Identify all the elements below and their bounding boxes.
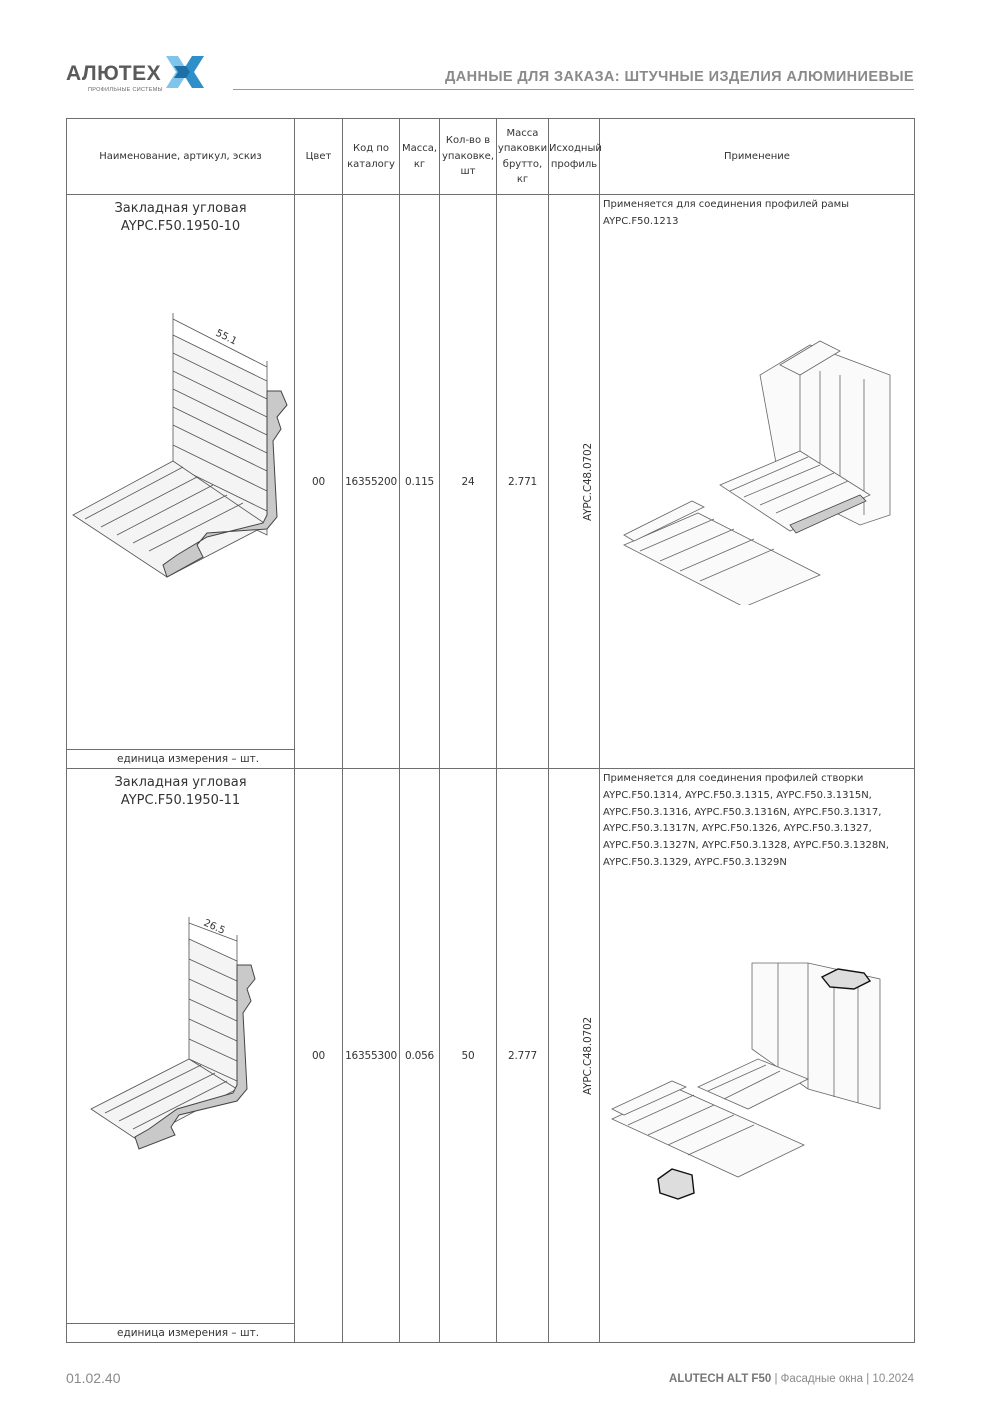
- color-value: 00: [294, 768, 343, 1343]
- item-name-cell: Закладная угловая AYPC.F50.1950-11 26.5: [66, 768, 295, 1343]
- item-name: Закладная угловая: [114, 201, 247, 216]
- source-profile-cell: AYPC.C48.0702: [548, 194, 600, 769]
- table-row: Закладная угловая AYPC.F50.1950-10: [66, 194, 915, 769]
- catalog-code: 16355200: [342, 194, 400, 769]
- dimension-label: 26.5: [202, 918, 227, 937]
- header-divider: [233, 89, 914, 90]
- color-value: 00: [294, 194, 343, 769]
- source-profile-cell: AYPC.C48.0702: [548, 768, 600, 1343]
- mass-value: 0.056: [399, 768, 440, 1343]
- item-article: AYPC.F50.1950-10: [120, 219, 241, 234]
- footer-info: ALUTECH ALT F50 | Фасадные окна | 10.202…: [669, 1373, 914, 1385]
- logo-subtitle: ПРОФИЛЬНЫЕ СИСТЕМЫ: [88, 87, 163, 93]
- unit-label: единица измерения – шт.: [67, 749, 294, 768]
- source-profile: AYPC.C48.0702: [581, 442, 594, 521]
- table-row: Закладная угловая AYPC.F50.1950-11 26.5: [66, 768, 915, 1343]
- column-header-color: Цвет: [294, 118, 343, 195]
- column-header-name: Наименование, артикул, эскиз: [66, 118, 295, 195]
- application-cell: Применяется для соединения профилей рамы…: [599, 194, 915, 769]
- item-article: AYPC.F50.1950-11: [120, 793, 241, 808]
- item-name: Закладная угловая: [114, 775, 247, 790]
- dimension-label: 55.1: [214, 328, 239, 348]
- column-header-gross: Масса упаковки брутто, кг: [496, 118, 549, 195]
- frame-assembly-drawing: [623, 340, 891, 605]
- footer-date: 10.2024: [872, 1373, 914, 1385]
- column-header-code: Код по каталогу: [342, 118, 400, 195]
- page-title: ДАННЫЕ ДЛЯ ЗАКАЗА: ШТУЧНЫЕ ИЗДЕЛИЯ АЛЮМИ…: [444, 69, 914, 85]
- gross-mass-value: 2.777: [496, 768, 549, 1343]
- column-header-application: Применение: [599, 118, 915, 195]
- mass-value: 0.115: [399, 194, 440, 769]
- qty-value: 50: [439, 768, 497, 1343]
- catalog-code: 16355300: [342, 768, 400, 1343]
- source-profile: AYPC.C48.0702: [581, 1016, 594, 1095]
- qty-value: 24: [439, 194, 497, 769]
- unit-label: единица измерения – шт.: [67, 1323, 294, 1342]
- order-data-table: Наименование, артикул, эскиз Цвет Код по…: [66, 118, 915, 1343]
- application-text: Применяется для соединения профилей рамы…: [603, 199, 850, 227]
- application-text: Применяется для соединения профилей ство…: [603, 773, 889, 868]
- footer-sep: |: [866, 1373, 873, 1385]
- alutech-logo-icon: [166, 56, 204, 88]
- column-header-qty: Кол-во в упаковке, шт: [439, 118, 497, 195]
- table-header-row: Наименование, артикул, эскиз Цвет Код по…: [66, 118, 915, 195]
- gross-mass-value: 2.771: [496, 194, 549, 769]
- logo-text: АЛЮТЕХ: [66, 62, 162, 85]
- sash-assembly-drawing: [611, 962, 881, 1200]
- application-cell: Применяется для соединения профилей ство…: [599, 768, 915, 1343]
- corner-insert-sketch: 26.5: [90, 917, 256, 1150]
- item-name-cell: Закладная угловая AYPC.F50.1950-10: [66, 194, 295, 769]
- footer-sep: |: [774, 1373, 781, 1385]
- column-header-mass: Масса, кг: [399, 118, 440, 195]
- page-number: 01.02.40: [66, 1370, 121, 1386]
- footer-brand: ALUTECH ALT F50: [669, 1373, 772, 1385]
- footer-section: Фасадные окна: [780, 1373, 864, 1385]
- column-header-profile: Исходный профиль: [548, 118, 602, 195]
- corner-insert-sketch: 55.1: [72, 313, 288, 578]
